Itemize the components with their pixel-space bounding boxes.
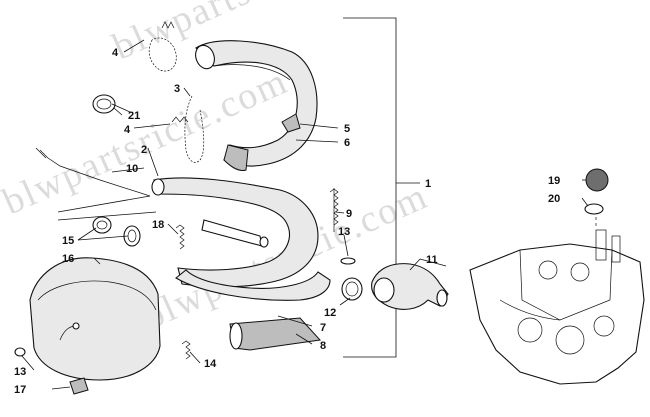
callout-13-upper: 13	[338, 226, 350, 238]
gasket-15	[92, 216, 141, 247]
callout-10: 10	[126, 163, 138, 175]
cap-19	[585, 168, 609, 192]
spring-small-upper	[340, 257, 356, 265]
callout-19: 19	[548, 175, 560, 187]
callout-20: 20	[548, 193, 560, 205]
callout-13-lower: 13	[14, 366, 26, 378]
silencer-box	[29, 257, 161, 381]
expansion-chamber	[151, 177, 319, 288]
callout-6: 6	[344, 137, 350, 149]
engine-block	[469, 214, 645, 385]
spring-chain	[148, 21, 205, 163]
gasket-ring	[341, 277, 363, 301]
spring-small-lower	[14, 347, 26, 357]
callout-14: 14	[204, 358, 217, 370]
callout-21: 21	[128, 110, 140, 122]
callout-8: 8	[320, 340, 326, 352]
callout-4-top: 4	[112, 47, 119, 59]
leader-lines	[21, 39, 589, 390]
callout-7: 7	[320, 322, 326, 334]
callout-1: 1	[425, 178, 431, 190]
callout-4-mid: 4	[124, 124, 131, 136]
tank-cap	[584, 168, 609, 215]
callout-18: 18	[152, 219, 164, 231]
callout-15: 15	[62, 235, 74, 247]
upper-exhaust-pipe	[195, 40, 318, 171]
temp-sensor-cable	[35, 147, 151, 197]
callout-9: 9	[346, 208, 352, 220]
callout-11: 11	[426, 254, 438, 266]
callout-5: 5	[344, 123, 350, 135]
spring-9	[329, 188, 339, 232]
exhaust-manifold	[371, 263, 449, 310]
callout-16: 16	[62, 253, 74, 265]
spring-14	[181, 340, 191, 360]
group-bracket	[343, 17, 420, 358]
callout-3: 3	[174, 83, 180, 95]
callout-2: 2	[141, 144, 147, 156]
callouts: 1 2 3 4 4 5 6 7 8 9 10 11 12 13 13 14 15…	[14, 47, 560, 396]
callout-17: 17	[14, 384, 26, 396]
gasket-20	[584, 203, 604, 215]
clip-17	[69, 377, 89, 395]
clamp-ring	[92, 94, 116, 114]
spring-18	[175, 224, 185, 250]
callout-12: 12	[324, 307, 336, 319]
